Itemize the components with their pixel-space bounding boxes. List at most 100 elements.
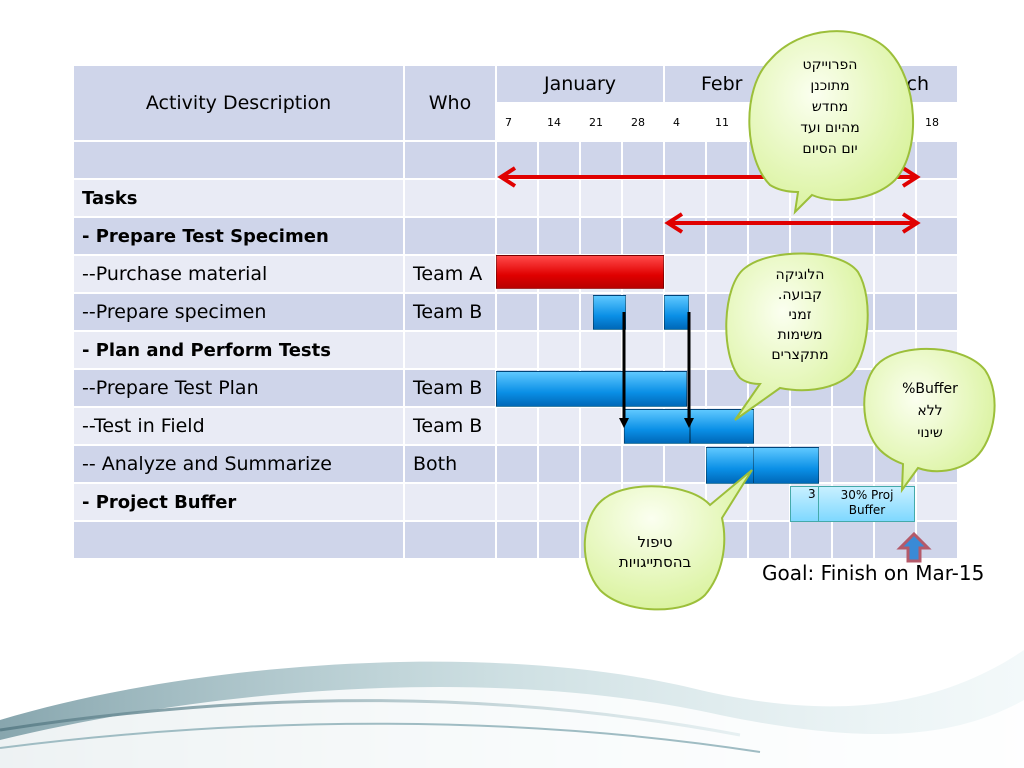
timeline-cell bbox=[579, 178, 623, 218]
week-cell: 14 bbox=[537, 102, 581, 142]
timeline-cell bbox=[789, 368, 833, 408]
timeline-cell bbox=[663, 330, 707, 370]
week-cell: 28 bbox=[621, 102, 665, 142]
activity-cell: --Test in Field bbox=[72, 406, 405, 446]
timeline-cell bbox=[873, 292, 917, 332]
activity-cell: --Prepare Test Plan bbox=[72, 368, 405, 408]
timeline-cell bbox=[537, 406, 581, 446]
timeline-cell bbox=[579, 406, 623, 446]
callout-buffer-line: שינוי bbox=[917, 425, 943, 441]
callout-top-line: יום הסיום bbox=[802, 141, 858, 157]
callout-logic-line: זמני bbox=[788, 307, 812, 323]
activity-cell: - Project Buffer bbox=[72, 482, 405, 522]
header-who: Who bbox=[403, 64, 497, 142]
timeline-cell bbox=[537, 178, 581, 218]
callout-top-line: מחדש bbox=[811, 99, 849, 115]
timeline-cell bbox=[747, 216, 791, 256]
who-cell bbox=[403, 330, 497, 370]
timeline-cell bbox=[705, 216, 749, 256]
timeline-cell bbox=[663, 216, 707, 256]
timeline-cell bbox=[873, 330, 917, 370]
timeline-cell bbox=[621, 292, 665, 332]
timeline-cell bbox=[915, 178, 959, 218]
callout-top-text: הפרוייקט מתוכנן מחדש מהיום ועד יום הסיום bbox=[755, 55, 905, 160]
timeline-cell bbox=[621, 216, 665, 256]
week-cell: 7 bbox=[495, 102, 539, 142]
callout-buffer-line: %Buffer bbox=[902, 381, 958, 397]
timeline-cell bbox=[579, 330, 623, 370]
timeline-cell bbox=[663, 178, 707, 218]
callout-top-line: הפרוייקט bbox=[802, 57, 858, 73]
timeline-cell bbox=[915, 292, 959, 332]
who-cell: Team B bbox=[403, 292, 497, 332]
timeline-cell bbox=[663, 482, 707, 522]
timeline-cell bbox=[873, 178, 917, 218]
bar-test-in-field-2 bbox=[690, 409, 754, 444]
timeline-cell bbox=[495, 406, 539, 446]
activity-cell: Tasks bbox=[72, 178, 405, 218]
timeline-cell bbox=[579, 482, 623, 522]
timeline-cell bbox=[915, 444, 959, 484]
callout-top-line: מתוכנן bbox=[810, 78, 850, 94]
timeline-cell bbox=[831, 444, 875, 484]
who-cell bbox=[403, 520, 497, 560]
who-cell: Team B bbox=[403, 406, 497, 446]
timeline-cell bbox=[789, 406, 833, 446]
callout-logic-line: מתקצרים bbox=[771, 347, 829, 363]
timeline-cell bbox=[537, 140, 581, 180]
timeline-cell bbox=[789, 178, 833, 218]
timeline-cell bbox=[789, 520, 833, 560]
callout-dependencies-line: בהסתייגויות bbox=[618, 553, 692, 571]
timeline-cell bbox=[495, 330, 539, 370]
timeline-cell bbox=[915, 254, 959, 294]
who-cell: Team B bbox=[403, 368, 497, 408]
activity-cell: -- Analyze and Summarize bbox=[72, 444, 405, 484]
timeline-cell bbox=[831, 216, 875, 256]
table-row bbox=[72, 520, 959, 560]
timeline-cell bbox=[579, 140, 623, 180]
timeline-cell bbox=[621, 140, 665, 180]
timeline-cell bbox=[495, 444, 539, 484]
timeline-cell bbox=[579, 216, 623, 256]
week-cell: 21 bbox=[579, 102, 623, 142]
callout-dependencies-text: טיפול בהסתייגויות bbox=[590, 532, 720, 572]
table-row: Tasks bbox=[72, 178, 959, 218]
buffer-partial-label: 3 bbox=[808, 487, 816, 501]
activity-cell: - Plan and Perform Tests bbox=[72, 330, 405, 370]
goal-text: Goal: Finish on Mar-15 bbox=[762, 561, 985, 585]
week-cell: 11 bbox=[705, 102, 749, 142]
timeline-cell bbox=[537, 444, 581, 484]
callout-logic-line: הלוגיקה bbox=[775, 267, 825, 283]
callout-dependencies-line: טיפול bbox=[637, 533, 673, 551]
table-row: - Prepare Test Specimen bbox=[72, 216, 959, 256]
timeline-cell bbox=[537, 292, 581, 332]
timeline-cell bbox=[747, 406, 791, 446]
timeline-cell bbox=[747, 482, 791, 522]
activity-cell: --Purchase material bbox=[72, 254, 405, 294]
timeline-cell bbox=[831, 178, 875, 218]
goal-up-arrow-icon bbox=[896, 531, 932, 563]
activity-cell: --Prepare specimen bbox=[72, 292, 405, 332]
who-cell: Both bbox=[403, 444, 497, 484]
activity-cell bbox=[72, 520, 405, 560]
bar-analyze-1 bbox=[706, 447, 754, 484]
callout-buffer-line: ללא bbox=[917, 403, 943, 419]
header-activity: Activity Description bbox=[72, 64, 405, 142]
timeline-cell bbox=[747, 520, 791, 560]
timeline-cell bbox=[495, 140, 539, 180]
bar-test-in-field-1 bbox=[624, 409, 690, 444]
timeline-cell bbox=[495, 216, 539, 256]
bar-analyze-2 bbox=[753, 447, 819, 484]
timeline-cell bbox=[495, 178, 539, 218]
timeline-cell bbox=[831, 368, 875, 408]
month-january: January bbox=[495, 64, 665, 104]
timeline-cell bbox=[873, 254, 917, 294]
who-cell bbox=[403, 178, 497, 218]
timeline-cell bbox=[579, 444, 623, 484]
activity-cell bbox=[72, 140, 405, 180]
bar-prepare-specimen-1 bbox=[593, 295, 626, 330]
timeline-cell bbox=[495, 482, 539, 522]
